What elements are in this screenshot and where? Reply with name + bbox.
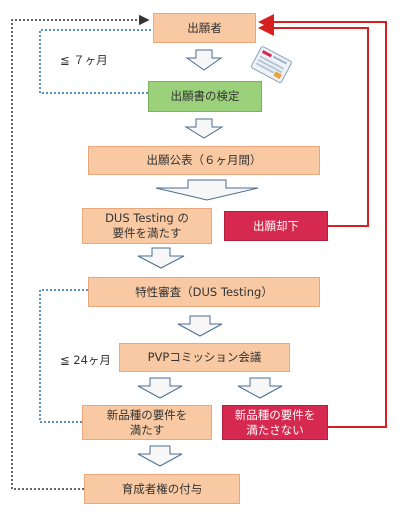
arrow-meets-to-grant: [137, 445, 183, 467]
seven-month-note: ≦ ７ヶ月: [60, 53, 108, 67]
arrow-publication-to-split: [155, 179, 259, 201]
pvp-meeting-label: PVPコミッション会議: [147, 350, 262, 364]
substantive-exam-box: 特性審査（DUS Testing）: [88, 277, 320, 307]
arrow-substantive-to-pvp: [177, 315, 223, 337]
rejection-label: 出願却下: [253, 218, 299, 233]
publication-label: 出願公表（６ヶ月間）: [146, 153, 262, 167]
fails-new-variety-label: 新品種の要件を 満たさない: [234, 407, 316, 437]
substantive-exam-label: 特性審査（DUS Testing）: [135, 284, 273, 299]
grant-box: 育成者権の付与: [84, 474, 240, 504]
arrow-pvp-to-meets: [137, 377, 183, 399]
arrow-dus-to-substantive: [137, 247, 185, 269]
twenty-four-month-bracket: [39, 289, 88, 423]
meets-new-variety-box: 新品種の要件を 満たす: [82, 405, 212, 440]
publication-box: 出願公表（６ヶ月間）: [88, 146, 320, 175]
grant-to-applicant-line: [11, 14, 150, 490]
applicant-box: 出願者: [153, 13, 256, 43]
application-form-icon: [250, 46, 292, 83]
fails-new-variety-box: 新品種の要件を 満たさない: [222, 405, 328, 440]
twenty-four-month-note: ≦ 24ヶ月: [60, 353, 111, 367]
fails-to-applicant-line: [258, 14, 387, 428]
arrow-pvp-to-fails: [237, 377, 283, 399]
applicant-label: 出願者: [187, 20, 222, 35]
examination-label: 出願書の検定: [170, 89, 240, 103]
dus-requirements-label: DUS Testing の 要件を満たす: [105, 211, 189, 240]
rejection-to-applicant-line: [258, 20, 369, 227]
examination-box: 出願書の検定: [148, 81, 262, 112]
grant-label: 育成者権の付与: [121, 481, 203, 496]
arrow-applicant-to-exam: [185, 49, 223, 71]
dus-requirements-box: DUS Testing の 要件を満たす: [82, 208, 212, 244]
rejection-box: 出願却下: [224, 211, 328, 241]
pvp-meeting-box: PVPコミッション会議: [119, 343, 290, 372]
arrow-exam-to-publication: [184, 118, 224, 139]
seven-month-bracket: [39, 29, 155, 94]
meets-new-variety-label: 新品種の要件を 満たす: [106, 407, 188, 437]
